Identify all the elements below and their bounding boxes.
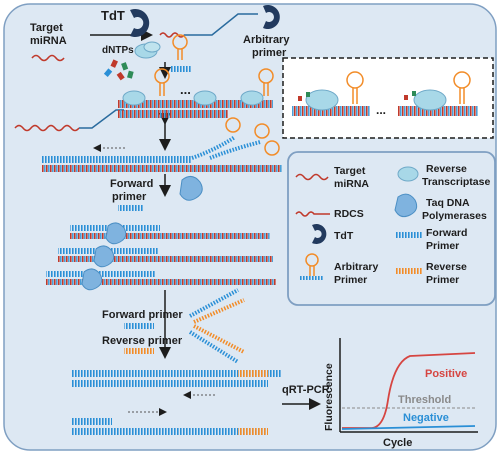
positive-curve [342,352,476,429]
legend-arbitrary-primer-line2: Primer [334,274,367,286]
forward-primer-bars [124,323,154,329]
forward-primer-label-1: Forward [110,178,153,190]
polymerase-extension [46,222,276,291]
legend-taq-polymerase-icon [394,193,418,218]
taq-polymerase-icon [179,176,203,201]
legend-tdt-icon [312,224,327,244]
legend-reverse-primer-line1: Reverse [426,261,467,273]
extension-complex [118,68,274,108]
reverse-primer-label: Reverse primer [102,335,183,347]
tdt-icon-top [263,5,280,30]
legend-target-mirna-line1: Target [334,165,366,177]
tdt-icon [130,9,150,38]
forward-primer-label-2: primer [112,191,147,203]
qrt-pcr-label: qRT-PCR [282,384,330,396]
amplicon-cross [188,288,245,364]
small-duplex [170,66,192,72]
pcr-products [72,370,282,435]
legend-rdcs-icon [295,211,330,217]
negative-curve [341,425,476,430]
amplification-plot: Fluorescence Cycle Positive Threshold Ne… [323,338,478,449]
rdcs-strand-long [14,109,228,132]
forward-primer-label: Forward primer [102,309,183,321]
plot-y-label: Fluorescence [323,363,335,431]
target-mirna-label-2: miRNA [30,35,67,47]
svg-text:...: ... [376,103,386,117]
plot-x-label: Cycle [383,437,412,449]
target-mirna-label-1: Target [30,22,63,34]
positive-label: Positive [425,368,467,380]
legend-arbitrary-primer-line1: Arbitrary [334,261,379,273]
strand-displacement [42,117,282,172]
rdcs-strand-top [159,13,258,38]
ellipsis-label: ... [180,82,191,97]
dntps-icon [103,59,134,81]
threshold-label: Threshold [398,394,451,406]
legend-rdcs-line1: RDCS [334,208,364,220]
legend-forward-primer-icon [396,232,422,238]
arbitrary-primer-label-2: primer [252,47,287,59]
detail-inset: ... [282,57,494,139]
reverse-transcriptase-icon [134,41,161,59]
reverse-primer-bars [124,348,154,354]
legend-tdt-line1: TdT [334,230,354,242]
legend-box [287,151,496,306]
legend-taq-polymerase-line2: Polymerases [422,210,487,222]
dntps-label: dNTPs [102,45,134,56]
legend-reverse-transcriptase-icon [397,166,419,182]
legend-reverse-primer-line2: Primer [426,274,459,286]
legend-taq-polymerase-line1: Taq DNA [426,197,470,209]
legend-reverse-transcriptase-line2: Transcriptase [422,176,490,188]
arbitrary-primer-label-1: Arbitrary [243,34,290,46]
legend-reverse-primer-icon [396,268,422,274]
legend-reverse-transcriptase-line1: Reverse [426,163,467,175]
legend-target-mirna-line2: miRNA [334,178,369,190]
legend-arbitrary-primer-icon [300,253,324,280]
wavy-mirna-icon [31,54,65,62]
negative-label: Negative [403,412,449,424]
tdt-label: TdT [101,8,125,23]
legend-target-mirna-icon [295,173,329,181]
legend-forward-primer-line1: Forward [426,227,467,239]
legend-forward-primer-line2: Primer [426,240,459,252]
forward-primer-small [118,205,144,211]
arbitrary-primer-hairpin [172,34,188,60]
